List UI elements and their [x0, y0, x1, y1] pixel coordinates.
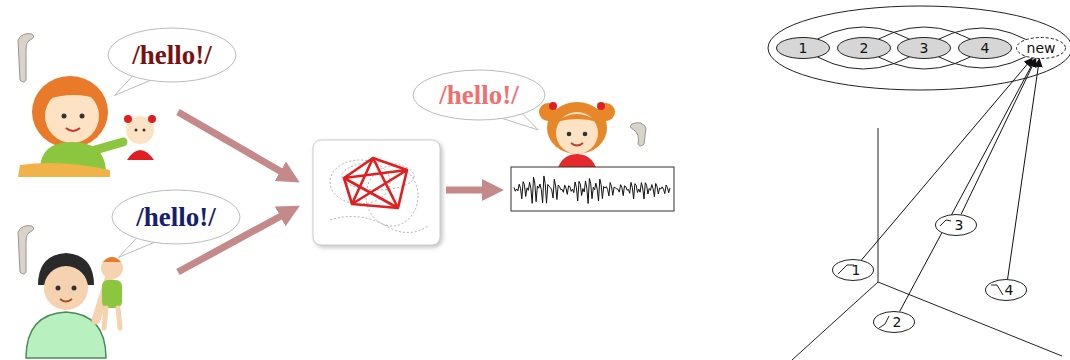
- tone-token: 1: [832, 259, 874, 281]
- ellipse-shape: [986, 280, 1027, 301]
- mapping-arrow: [900, 59, 1036, 312]
- bubble-shape: [108, 28, 236, 82]
- father-figure: [26, 253, 110, 358]
- speech-bubble: /hello!/: [413, 70, 545, 120]
- ellipse-shape: [959, 38, 1012, 59]
- category-ellipse: 2: [837, 37, 891, 59]
- category-number: 1: [852, 262, 861, 278]
- speech-text: /hello!/: [439, 80, 519, 111]
- speech-text: /hello!/: [136, 202, 216, 233]
- category-number: 4: [1005, 282, 1014, 298]
- mapping-arrow: [862, 58, 1033, 260]
- new-category-ellipse: new: [1016, 37, 1066, 59]
- node-body: 1: [832, 259, 874, 281]
- category-ellipse: 1: [776, 37, 830, 59]
- ellipse-shape: [777, 38, 830, 59]
- waveform: [514, 176, 670, 204]
- category-number: new: [1027, 40, 1056, 56]
- node-body: /hello!/: [112, 190, 240, 244]
- tone-contour: [991, 285, 1003, 295]
- category-space: [768, 6, 1070, 360]
- tone-contour: [940, 220, 951, 226]
- mother-figure: [18, 76, 123, 177]
- speech-bubble: /hello!/: [112, 190, 240, 244]
- ellipse-shape: [874, 312, 915, 333]
- node-body: /hello!/: [413, 70, 545, 120]
- node-body: /hello!/: [108, 28, 236, 82]
- category-ellipse: 4: [958, 37, 1012, 59]
- speech-text: /hello!/: [132, 40, 212, 71]
- category-number: 2: [893, 314, 902, 330]
- category-ellipse: 3: [897, 37, 951, 59]
- held-child-figure: [101, 257, 123, 328]
- mapping-arrow: [961, 59, 1036, 215]
- tone-contour: [879, 316, 889, 328]
- category-number: 1: [799, 40, 808, 56]
- bubble-shape: [413, 70, 545, 120]
- node-body: 4: [985, 279, 1027, 301]
- model-box: [313, 140, 440, 245]
- speech-bubble: /hello!/: [108, 28, 236, 82]
- category-number: 3: [955, 217, 964, 233]
- category-number: 3: [920, 40, 929, 56]
- node-body: new: [1016, 37, 1066, 59]
- category-number: 4: [981, 40, 990, 56]
- ellipse-shape: [1017, 38, 1066, 59]
- ellipse-shape: [833, 260, 874, 281]
- category-number: 2: [860, 40, 869, 56]
- tone-token: 3: [935, 214, 977, 236]
- node-body: 2: [873, 311, 915, 333]
- tone-token: 4: [985, 279, 1027, 301]
- flow-arrow: [178, 112, 495, 272]
- ellipse-shape: [898, 38, 951, 59]
- bubble-shape: [112, 190, 240, 244]
- node-body: 3: [897, 37, 951, 59]
- ellipse-shape: [936, 215, 977, 236]
- tone-token: 2: [873, 311, 915, 333]
- node-body: 1: [776, 37, 830, 59]
- node-body: 3: [935, 214, 977, 236]
- node-body: 2: [837, 37, 891, 59]
- baby-figure: [124, 115, 156, 160]
- node-body: 4: [958, 37, 1012, 59]
- mapping-arrow: [1008, 59, 1040, 279]
- waveform-frame: [511, 167, 674, 211]
- ellipse-shape: [838, 38, 891, 59]
- speaker-icon: [18, 34, 646, 274]
